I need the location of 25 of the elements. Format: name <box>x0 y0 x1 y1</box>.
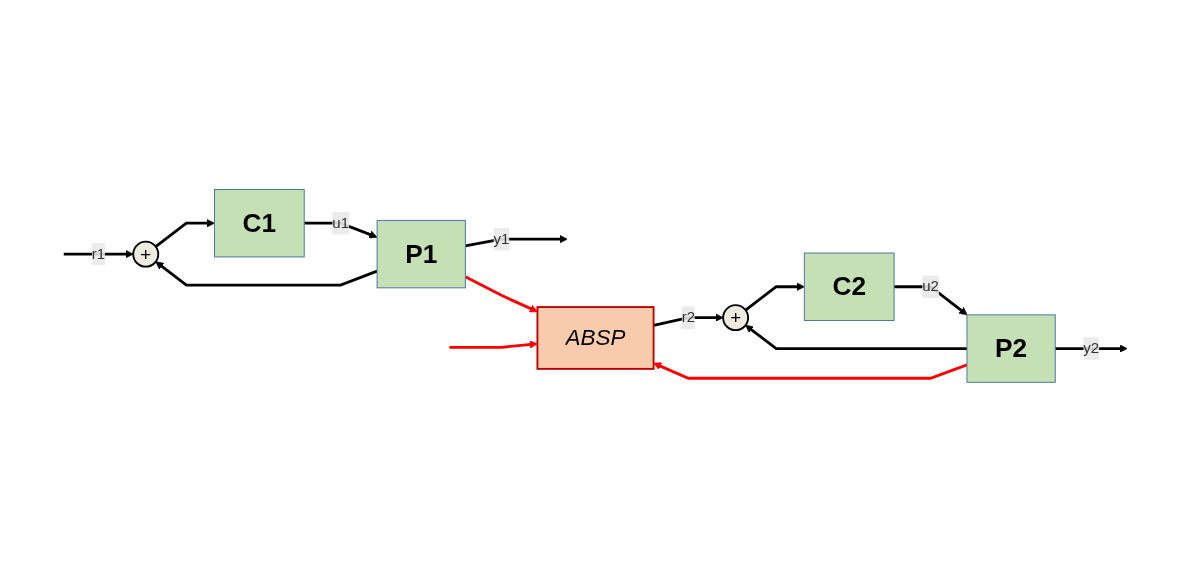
arrow <box>63 249 134 258</box>
edge-label: u2 <box>922 277 939 294</box>
node-box: P1 <box>376 219 466 288</box>
edge-label: u1 <box>332 214 349 231</box>
arrow <box>154 218 215 248</box>
arrow <box>894 284 968 315</box>
arrow <box>304 221 378 238</box>
arrow <box>744 282 805 311</box>
node-circle: + <box>132 240 160 268</box>
arrow <box>745 324 967 350</box>
arrow <box>464 275 538 312</box>
arrow <box>465 234 568 247</box>
node-box: P2 <box>966 313 1056 383</box>
arrow <box>449 340 538 349</box>
edge-label: r1 <box>91 245 106 262</box>
node-box: C2 <box>803 252 895 321</box>
edge-label: y1 <box>493 230 510 247</box>
node-box: C1 <box>214 188 305 257</box>
arrow <box>653 361 968 380</box>
edge-label: y2 <box>1083 339 1100 356</box>
edge-label: r2 <box>681 308 696 325</box>
arrow <box>653 313 724 327</box>
node-circle: + <box>722 303 750 331</box>
arrow <box>155 260 378 287</box>
arrow <box>1055 344 1128 353</box>
